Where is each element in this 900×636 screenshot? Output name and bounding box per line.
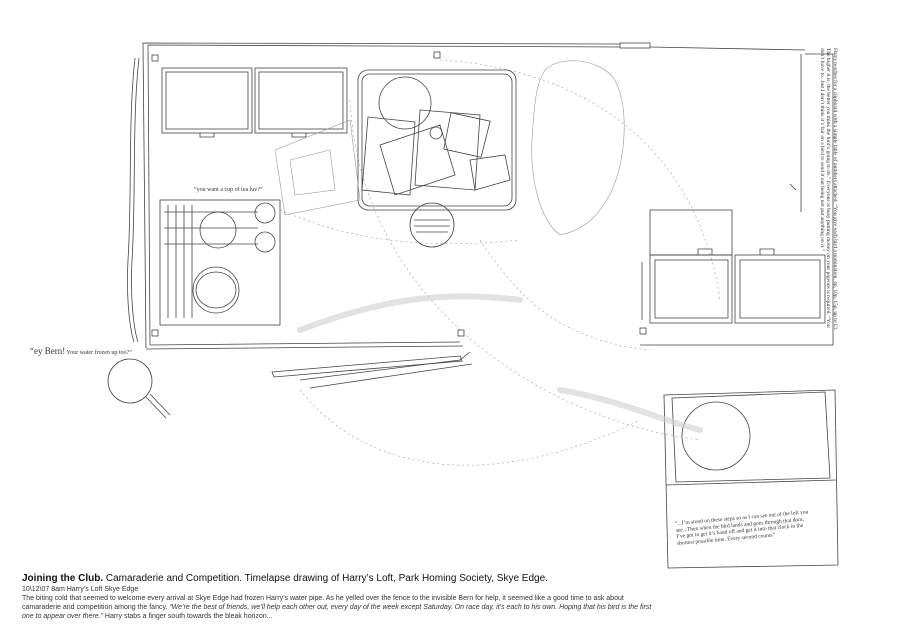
motion-smudge [557, 387, 703, 433]
caption-subtitle: 10\12\07 8am Harry’s Loft Skye Edge [22, 586, 139, 593]
faint-figure-harry [531, 60, 625, 236]
tea-speech: “you want a cup of tea luv?” [194, 187, 263, 193]
loft-wall-outline [142, 42, 834, 350]
caption-block: Joining the Club. Camaraderie and Compet… [22, 573, 662, 621]
feeding-cabinets [161, 67, 348, 138]
caption-body: The biting cold that seemed to welcome e… [22, 595, 652, 620]
clipboard-annotation: Harry reaches for a clipboard with a sim… [818, 48, 838, 331]
floor-grate [409, 202, 455, 248]
loft-door [271, 351, 473, 389]
motion-smudge [297, 293, 523, 333]
central-table [357, 69, 517, 211]
motion-arcs [279, 59, 721, 466]
caption-title: Joining the Club. Camaraderie and Compet… [22, 573, 548, 584]
nest-boxes [641, 209, 826, 324]
stove [159, 199, 281, 326]
ghost-furniture [274, 119, 361, 216]
bern-speech: “ey Bern! Your water frozen up too?” [30, 346, 132, 357]
landing-board [663, 389, 839, 569]
frying-pan [107, 358, 171, 419]
water-pipe [127, 57, 140, 343]
